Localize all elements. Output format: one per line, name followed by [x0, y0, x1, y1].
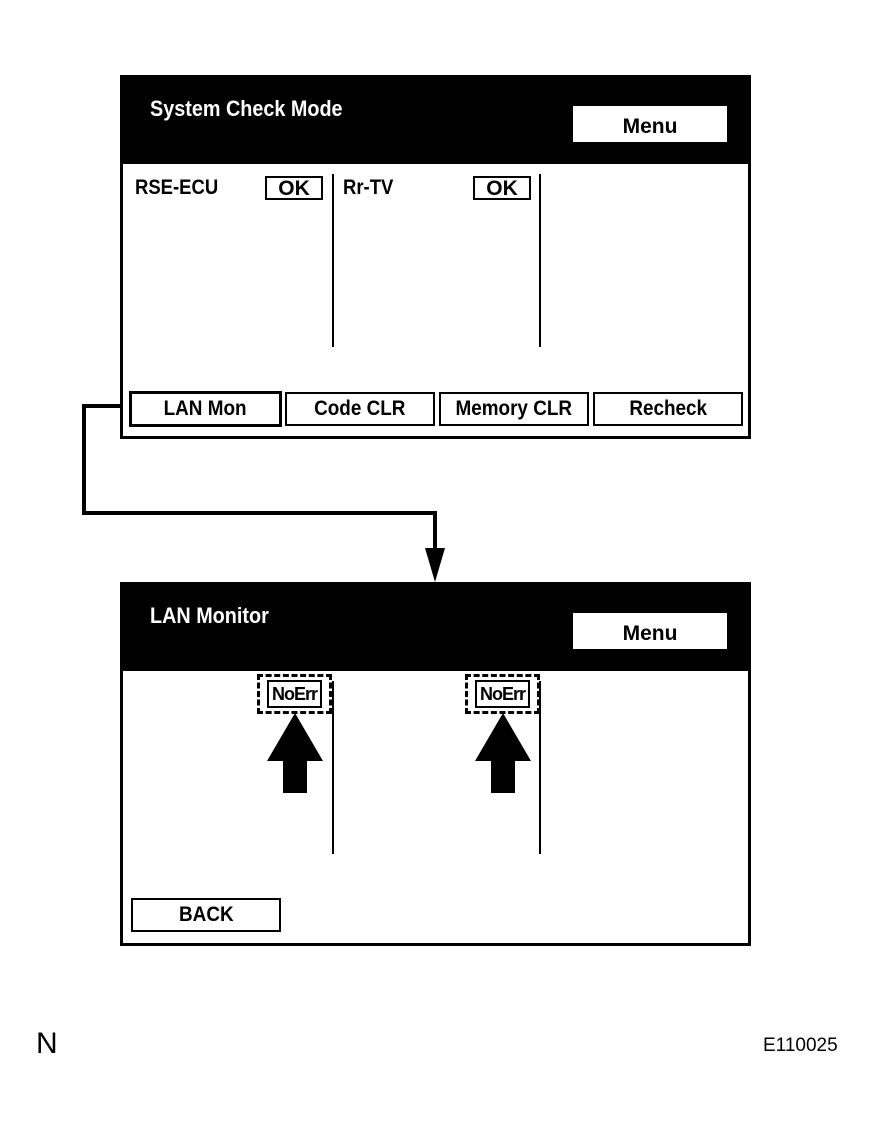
title-bar: LAN Monitor Menu: [123, 585, 748, 671]
screen-title: System Check Mode: [150, 96, 343, 121]
status-badge-noerr: NoErr: [266, 680, 322, 708]
connector-arrowhead: [425, 548, 445, 582]
code-clr-label: Code CLR: [314, 397, 406, 420]
device-name-rse-ecu: RSE-ECU: [135, 176, 219, 199]
connector-line: [82, 404, 437, 555]
column-divider: [332, 174, 334, 347]
menu-button[interactable]: Menu: [573, 613, 727, 649]
up-arrow-icon: [267, 713, 323, 793]
status-highlight: NoErr: [257, 674, 332, 714]
column-divider: [539, 681, 541, 854]
code-clr-button[interactable]: Code CLR: [285, 392, 435, 426]
column-divider: [332, 681, 334, 854]
back-button[interactable]: BACK: [131, 898, 281, 932]
title-bar: System Check Mode Menu: [123, 78, 748, 164]
back-label: BACK: [178, 903, 234, 926]
lan-mon-label: LAN Mon: [164, 397, 247, 420]
device-name-rr-tv: Rr-TV: [343, 176, 394, 199]
recheck-label: Recheck: [629, 397, 707, 420]
lan-mon-button[interactable]: LAN Mon: [129, 391, 282, 427]
column-divider: [539, 174, 541, 347]
status-highlight: NoErr: [465, 674, 540, 714]
up-arrow-icon: [475, 713, 531, 793]
menu-button[interactable]: Menu: [573, 106, 727, 142]
screen-title: LAN Monitor: [150, 603, 269, 628]
system-check-screen: System Check Mode Menu RSE-ECU OK Rr-TV …: [120, 75, 751, 439]
memory-clr-button[interactable]: Memory CLR: [439, 392, 589, 426]
status-badge-noerr: NoErr: [474, 680, 530, 708]
memory-clr-label: Memory CLR: [455, 397, 573, 420]
corner-mark: N: [36, 1027, 58, 1060]
lan-monitor-screen: LAN Monitor Menu NoErr NoErr BACK: [120, 582, 751, 946]
status-badge-rr-tv: OK: [473, 176, 531, 200]
figure-code: E110025: [763, 1035, 838, 1056]
status-badge-rse-ecu: OK: [265, 176, 323, 200]
recheck-button[interactable]: Recheck: [593, 392, 743, 426]
